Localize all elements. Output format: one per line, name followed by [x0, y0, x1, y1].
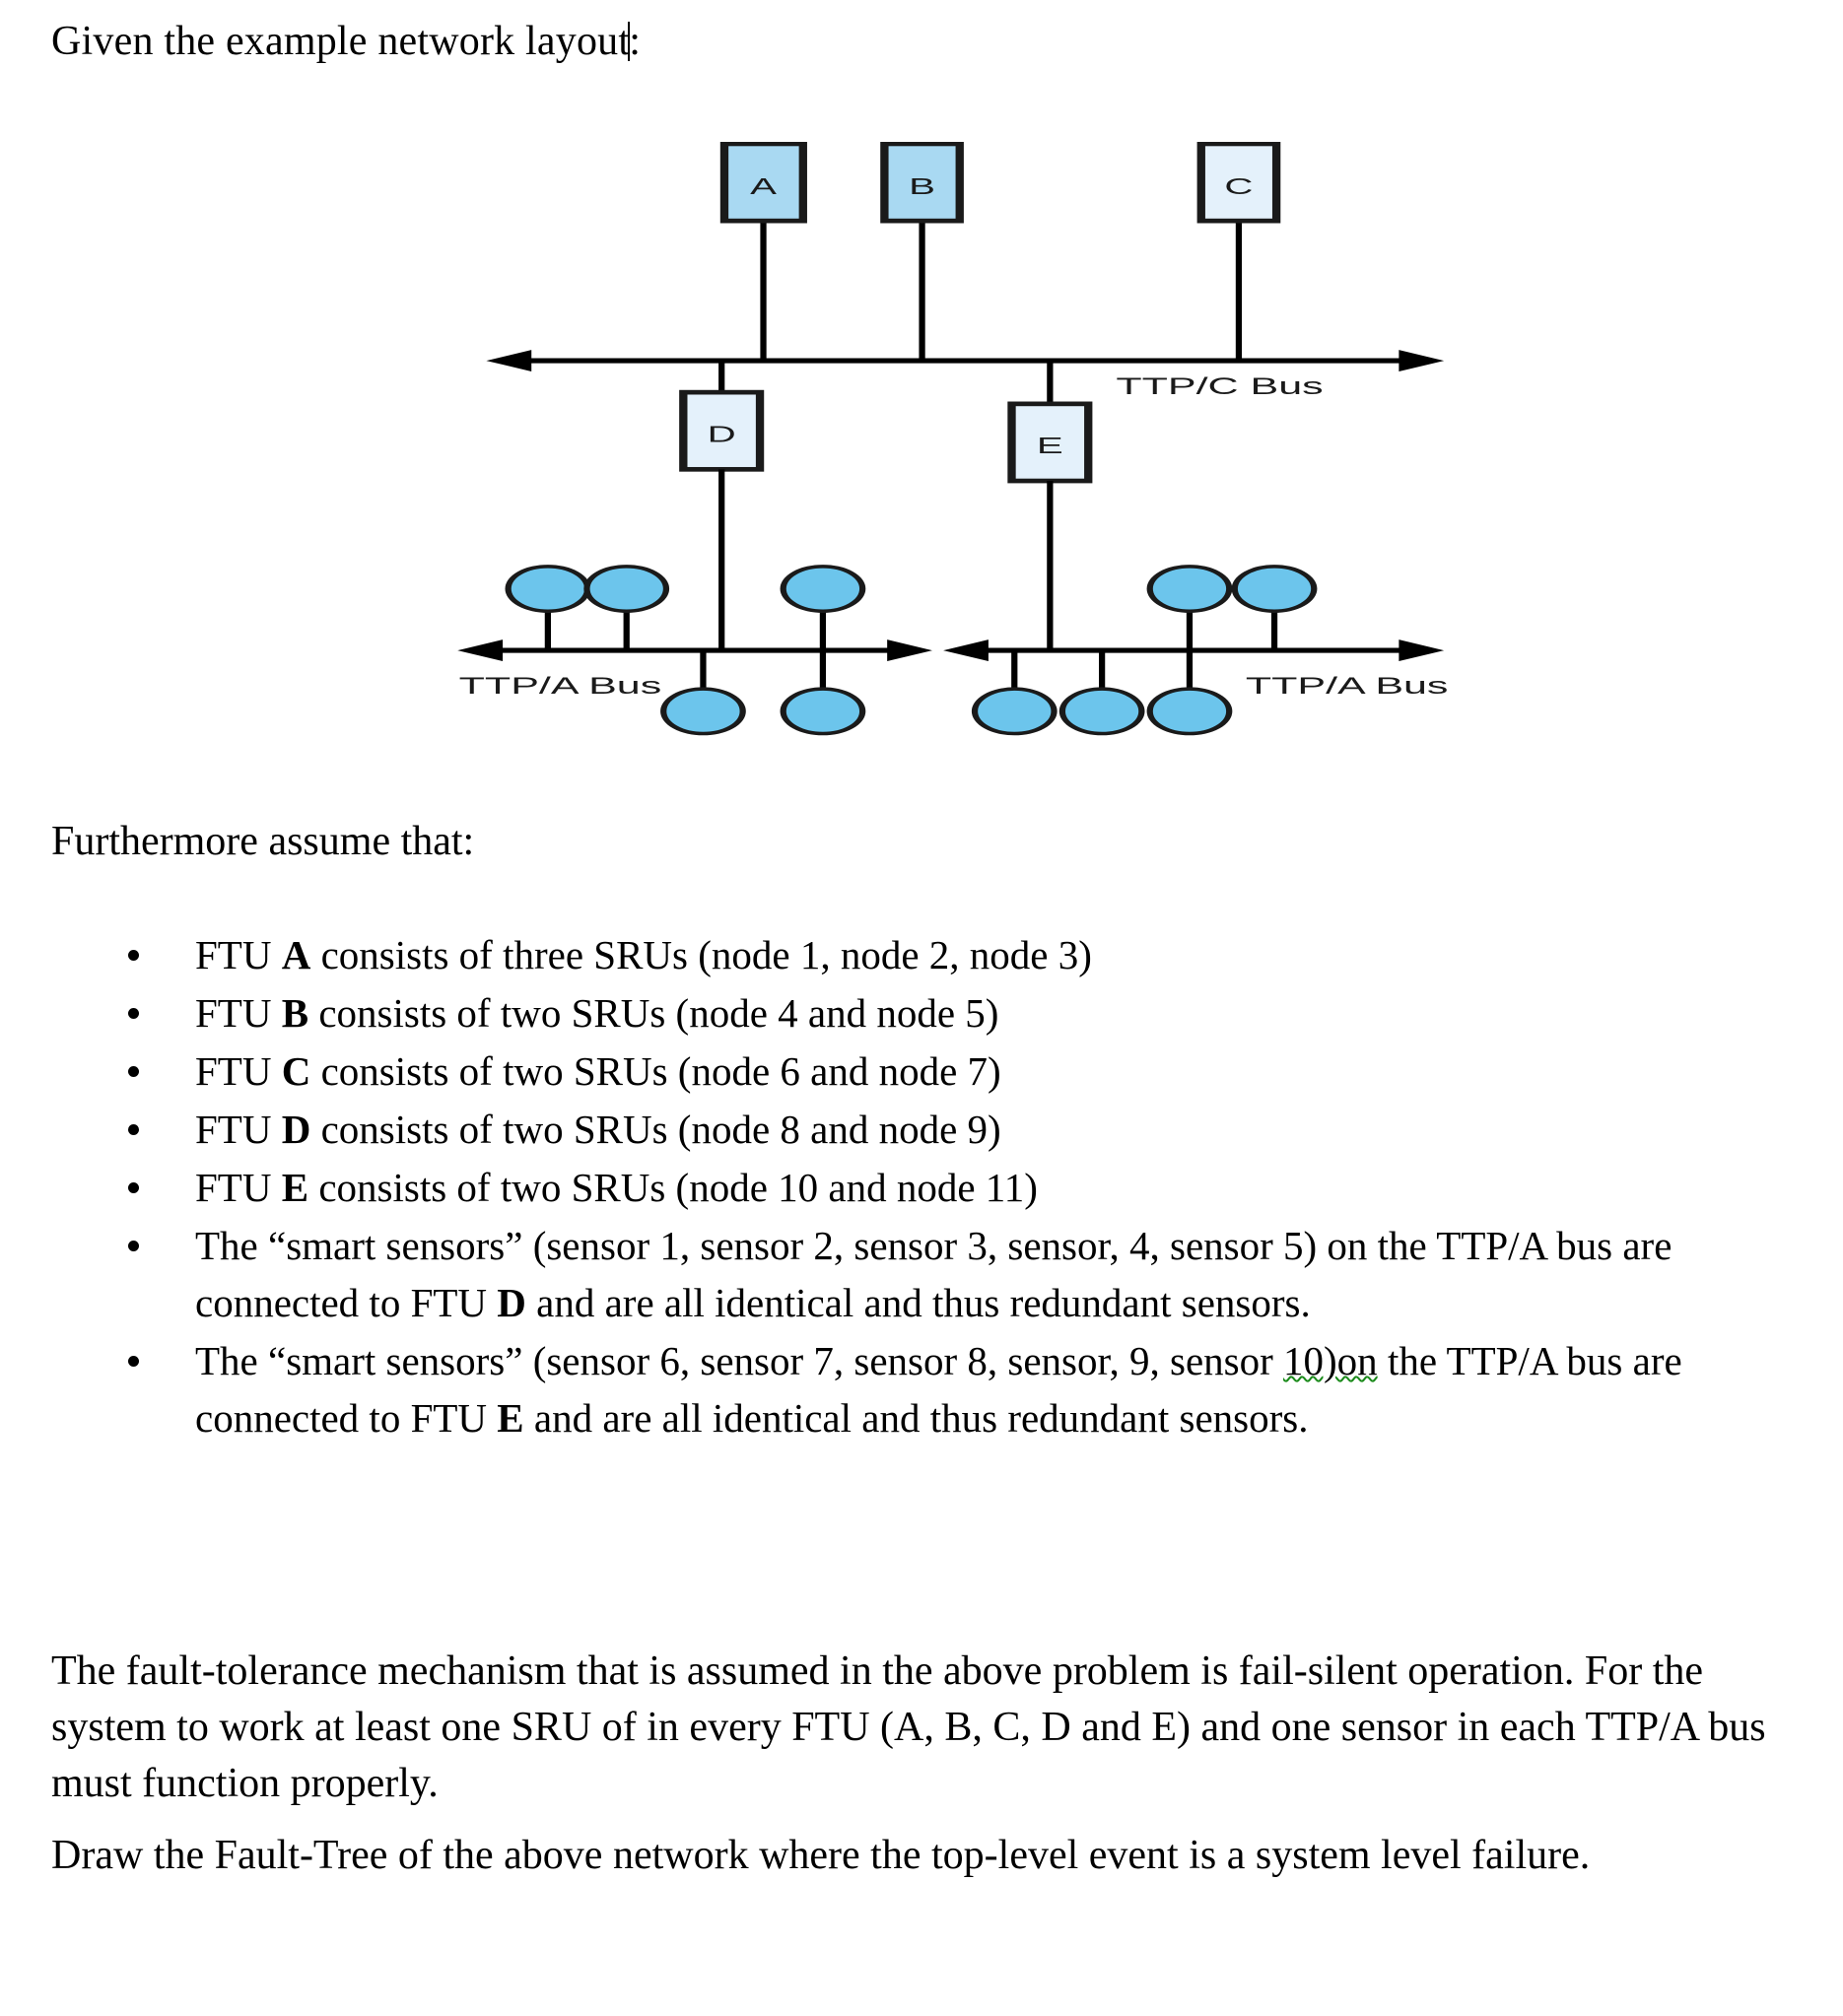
ttpa-left-sensors-upper — [505, 565, 866, 613]
ftu-node-e-label: E — [1037, 433, 1063, 458]
ttpa-right-upper-stems — [1186, 610, 1278, 651]
bullet-rest: consists of two SRUs (node 4 and node 5) — [308, 990, 999, 1036]
ttpa-right-lower-stems — [1011, 650, 1194, 690]
bullet-prefix: FTU — [195, 1107, 282, 1152]
bullet-rest: consists of two SRUs (node 8 and node 9) — [310, 1107, 1001, 1152]
bullet-prefix: FTU — [195, 1165, 282, 1210]
sensor-node — [780, 565, 866, 613]
list-item: FTU D consists of two SRUs (node 8 and n… — [118, 1101, 1794, 1158]
list-item: The “smart sensors” (sensor 6, sensor 7,… — [118, 1332, 1794, 1446]
bullet-bold: C — [281, 1048, 311, 1094]
section-lead: Furthermore assume that: — [51, 819, 475, 864]
sensor-node — [780, 687, 866, 736]
spellcheck-flagged-text: 10)on — [1283, 1338, 1378, 1383]
bullet-prefix: FTU — [195, 1048, 282, 1094]
bullet-bold: E — [497, 1395, 524, 1441]
bullet-bold: A — [281, 932, 311, 977]
bullet-bold: D — [497, 1280, 526, 1325]
ttpa-right-bus-arrow-right — [1399, 639, 1445, 662]
bullet-dot-icon — [128, 1356, 139, 1367]
ftu-node-a-box — [719, 142, 807, 224]
list-item: FTU A consists of three SRUs (node 1, no… — [118, 926, 1794, 983]
bullet-rest: and are all identical and thus redundant… — [525, 1280, 1311, 1325]
intro-line: Given the example network layout: — [51, 16, 641, 67]
list-item: FTU E consists of two SRUs (node 10 and … — [118, 1159, 1794, 1216]
list-item: The “smart sensors” (sensor 1, sensor 2,… — [118, 1217, 1794, 1331]
ttpa-right-bus-arrow-left — [943, 639, 989, 662]
ftu-node-a: A — [719, 142, 807, 224]
task-paragraph: Draw the Fault-Tree of the above network… — [51, 1833, 1591, 1878]
ftu-node-b-label: B — [909, 173, 935, 199]
network-diagram-svg: A B C TTP/C Bus D E — [457, 142, 1449, 736]
bullet-bold: D — [281, 1107, 311, 1152]
bullet-rest: and are all identical and thus redundant… — [523, 1395, 1309, 1441]
sensor-node — [583, 565, 670, 613]
bullet-prefix-2: the TTP/A bus are connected to FTU — [195, 1338, 1682, 1441]
sensor-node — [1231, 565, 1318, 613]
bullet-dot-icon — [128, 1008, 139, 1019]
ftu-node-d: D — [679, 389, 765, 472]
ttpc-bus-label: TTP/C Bus — [1116, 373, 1323, 400]
ftu-node-a-label: A — [750, 173, 777, 199]
ftu-to-ttpa-links — [718, 469, 1054, 651]
ftu-node-d-box — [679, 389, 765, 472]
ttpa-left-upper-stems — [544, 610, 827, 651]
intro-line-colon: : — [629, 19, 642, 64]
sensor-node — [1058, 687, 1145, 736]
bullet-dot-icon — [128, 1182, 139, 1193]
ttpa-right-bus-label: TTP/A Bus — [1246, 672, 1449, 699]
list-item: FTU C consists of two SRUs (node 6 and n… — [118, 1042, 1794, 1100]
sensor-node — [505, 565, 591, 613]
ttpa-left-bus — [457, 639, 932, 662]
sensor-node — [1146, 565, 1233, 613]
bullet-dot-icon — [128, 1124, 139, 1135]
sensor-node — [1146, 687, 1233, 736]
ttpc-bus-arrow-left — [486, 350, 532, 372]
bullet-dot-icon — [128, 950, 139, 961]
bullet-prefix: The “smart sensors” (sensor 1, sensor 2,… — [195, 1223, 1672, 1325]
ftu-node-d-label: D — [708, 421, 736, 446]
ftu-node-e: E — [1007, 401, 1093, 484]
ttpa-left-bus-arrow-right — [887, 639, 932, 662]
fault-tolerance-paragraph: The fault-tolerance mechanism that is as… — [51, 1648, 1766, 1806]
ttpa-right-sensors-upper — [1146, 565, 1318, 613]
bullet-rest: consists of two SRUs (node 10 and node 1… — [308, 1165, 1038, 1210]
text-cursor — [628, 22, 631, 61]
ttpc-drop-lines — [760, 221, 1243, 360]
ttpa-left-bus-arrow-left — [457, 639, 504, 662]
bullet-bold: B — [281, 990, 309, 1036]
ttpa-left-lower-stems — [700, 650, 827, 690]
bullet-dot-icon — [128, 1241, 139, 1251]
ftu-node-c-box — [1196, 142, 1281, 224]
ttpc-bus — [486, 350, 1445, 372]
bullet-rest: consists of two SRUs (node 6 and node 7) — [310, 1048, 1001, 1094]
ttpa-right-sensors-lower — [971, 687, 1233, 736]
bullet-prefix: The “smart sensors” (sensor 6, sensor 7,… — [195, 1338, 1284, 1383]
ftu-node-b: B — [880, 142, 964, 224]
ftu-node-c: C — [1196, 142, 1281, 224]
ftu-node-b-box — [880, 142, 964, 224]
list-item: FTU B consists of two SRUs (node 4 and n… — [118, 984, 1794, 1042]
assumptions-list: FTU A consists of three SRUs (node 1, no… — [118, 926, 1794, 1447]
ttpa-left-bus-label: TTP/A Bus — [459, 672, 662, 699]
bullet-rest: consists of three SRUs (node 1, node 2, … — [310, 932, 1092, 977]
ttpc-bus-arrow-right — [1399, 350, 1445, 372]
bullet-bold: E — [281, 1165, 309, 1210]
ttpa-left-sensors-lower — [660, 687, 866, 736]
ftu-node-c-label: C — [1224, 173, 1253, 199]
bullet-prefix: FTU — [195, 990, 282, 1036]
bullet-prefix: FTU — [195, 932, 282, 977]
bullet-dot-icon — [128, 1066, 139, 1077]
ttpc-to-lower-links — [718, 362, 1054, 404]
sensor-node — [971, 687, 1058, 736]
sensor-node — [660, 687, 746, 736]
network-layout-diagram: A B C TTP/C Bus D E — [418, 142, 1465, 739]
ftu-node-e-box — [1007, 401, 1093, 484]
intro-line-text: Given the example network layout — [51, 19, 631, 64]
ttpa-right-bus — [943, 639, 1445, 662]
